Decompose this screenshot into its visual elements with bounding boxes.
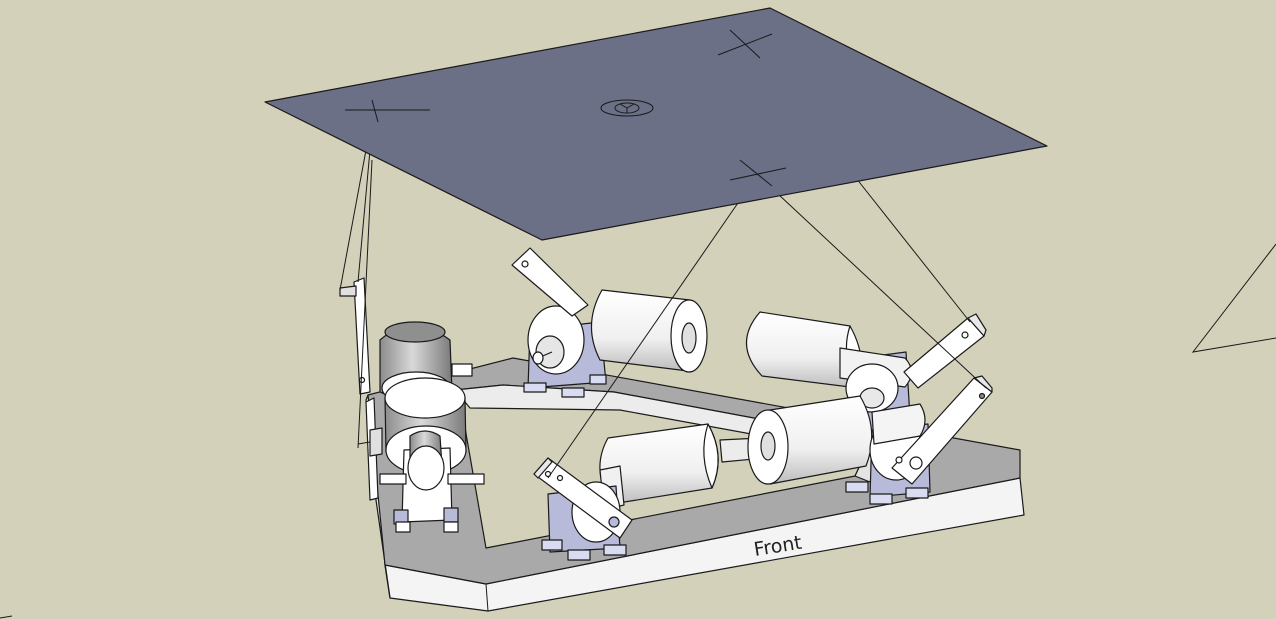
platform-plate (264, 7, 1048, 241)
center-target-icon (600, 99, 654, 117)
origin-marker (0, 615, 13, 619)
motor-unit-left-front[interactable] (379, 377, 485, 533)
motor-unit-front-center[interactable] (533, 423, 719, 561)
offscreen-guide-triangle (1191, 243, 1276, 353)
motor-unit-front-right[interactable] (747, 375, 993, 505)
crosshair-icon (717, 29, 773, 59)
crosshair-icon (345, 99, 430, 123)
lever-arm (511, 247, 589, 317)
lever-arm (903, 317, 985, 389)
connecting-rods (339, 149, 987, 479)
motor-body (745, 311, 859, 389)
motor-unit-back-left[interactable] (511, 247, 708, 398)
left-lever-arms (339, 277, 383, 501)
crosshair-icon (729, 159, 787, 187)
top-platform[interactable] (264, 7, 1048, 241)
